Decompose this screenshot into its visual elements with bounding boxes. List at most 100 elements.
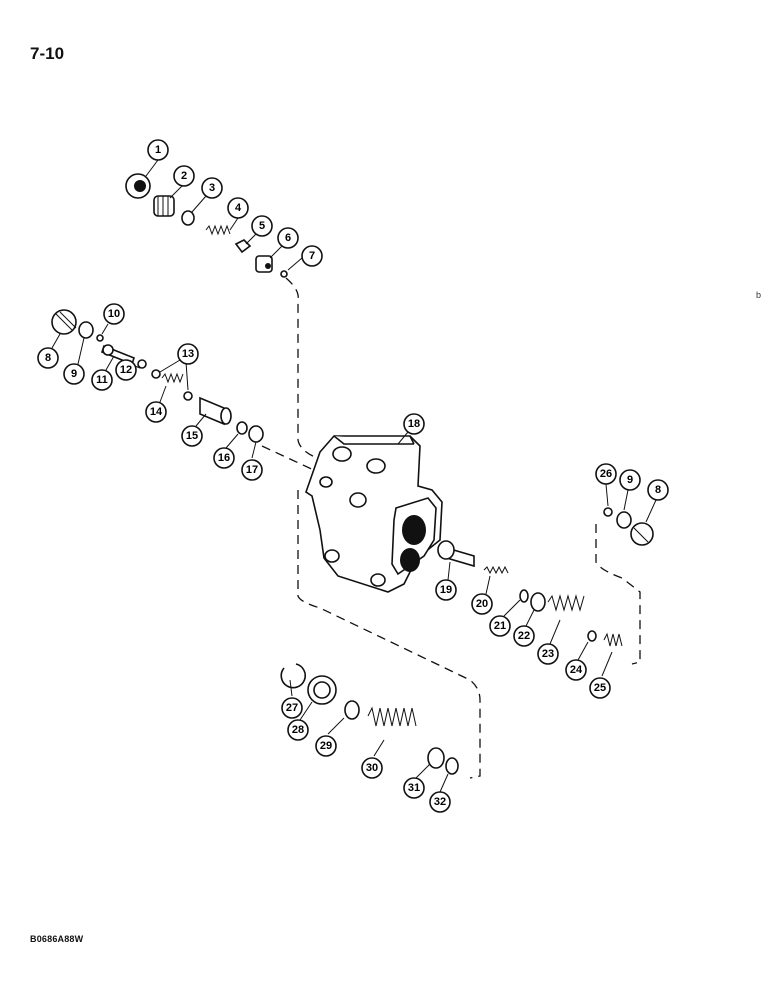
svg-text:5: 5: [259, 220, 265, 232]
part-snap-ring-27: [280, 663, 306, 689]
svg-text:12: 12: [120, 364, 132, 376]
svg-text:9: 9: [71, 368, 77, 380]
svg-text:10: 10: [108, 308, 120, 320]
part-fitting-2: [153, 195, 175, 217]
svg-text:9: 9: [627, 474, 633, 486]
callout-31: 31: [403, 777, 425, 799]
svg-text:2: 2: [181, 170, 187, 182]
svg-text:21: 21: [494, 620, 506, 632]
part-ring-10: [96, 334, 104, 342]
callout-27: 27: [281, 697, 303, 719]
svg-text:31: 31: [408, 782, 420, 794]
callout-3: 3: [201, 177, 223, 199]
part-plug-8b: [630, 522, 654, 546]
callout-13: 13: [177, 343, 199, 365]
part-ring-24: [587, 630, 597, 642]
svg-text:26: 26: [600, 468, 612, 480]
svg-text:29: 29: [320, 740, 332, 752]
svg-text:23: 23: [542, 648, 554, 660]
callout-28: 28: [287, 719, 309, 741]
svg-text:8: 8: [45, 352, 51, 364]
part-washer-22: [530, 592, 546, 612]
part-plug-8: [51, 309, 77, 335]
part-oring-9b: [616, 511, 632, 529]
callout-29: 29: [315, 735, 337, 757]
part-oring-3: [181, 210, 195, 226]
svg-text:3: 3: [209, 182, 215, 194]
callout-25: 25: [589, 677, 611, 699]
svg-text:28: 28: [292, 724, 304, 736]
callout-1: 1: [147, 139, 169, 161]
callout-8: 8: [37, 347, 59, 369]
part-washer-13b: [183, 391, 193, 401]
callout-18: 18: [403, 413, 425, 435]
svg-text:24: 24: [570, 664, 583, 676]
part-oring-32: [445, 757, 459, 775]
svg-text:22: 22: [518, 630, 530, 642]
svg-text:13: 13: [182, 348, 194, 360]
svg-text:8: 8: [655, 484, 661, 496]
callout-21: 21: [489, 615, 511, 637]
callout-16: 16: [213, 447, 235, 469]
svg-text:30: 30: [366, 762, 378, 774]
part-washer-12: [137, 359, 147, 369]
callout-19: 19: [435, 579, 457, 601]
svg-text:20: 20: [476, 598, 488, 610]
part-oring-16: [236, 421, 248, 435]
svg-text:25: 25: [594, 682, 606, 694]
svg-text:11: 11: [96, 374, 108, 386]
assembly-line-bottom: [297, 490, 481, 779]
svg-text:32: 32: [434, 796, 446, 808]
assembly-line-top: [285, 277, 323, 461]
part-cap-28: [307, 675, 337, 705]
callout-12: 12: [115, 359, 137, 381]
svg-text:16: 16: [218, 452, 230, 464]
callout-8b: 8: [647, 479, 669, 501]
svg-text:14: 14: [150, 406, 163, 418]
leader-lines: [51, 159, 657, 793]
callout-15: 15: [181, 425, 203, 447]
callout-4: 4: [227, 197, 249, 219]
part-ring-26: [603, 507, 613, 517]
callout-11: 11: [91, 369, 113, 391]
part-oring-9: [78, 321, 94, 339]
callout-30: 30: [361, 757, 383, 779]
callout-9: 9: [63, 363, 85, 385]
callout-20: 20: [471, 593, 493, 615]
part-ring-21: [519, 589, 529, 603]
part-spring-14: [161, 372, 184, 384]
page-number: 7-10: [30, 44, 65, 63]
part-spring-20: [483, 565, 509, 575]
part-spring-23: [547, 594, 585, 612]
svg-text:7: 7: [309, 250, 315, 262]
assembly-line-right: [595, 524, 641, 665]
margin-mark: b: [756, 290, 762, 300]
svg-text:6: 6: [285, 232, 291, 244]
figure-code: B0686A88W: [30, 934, 84, 944]
callout-9b: 9: [619, 469, 641, 491]
part-spring-30: [367, 706, 417, 727]
part-spring-25: [603, 632, 623, 647]
svg-text:4: 4: [235, 202, 242, 214]
valve-body: [305, 435, 443, 593]
part-spool-15: [199, 396, 232, 426]
callout-23: 23: [537, 643, 559, 665]
callout-10: 10: [103, 303, 125, 325]
callout-7: 7: [301, 245, 323, 267]
callout-26: 26: [595, 463, 617, 485]
callout-22: 22: [513, 625, 535, 647]
part-seal-17: [248, 425, 264, 443]
assembly-line-spool: [261, 445, 319, 473]
part-oring-29: [344, 700, 360, 720]
part-seat-6: [255, 255, 273, 273]
svg-text:27: 27: [286, 702, 298, 714]
callout-5: 5: [251, 215, 273, 237]
svg-text:19: 19: [440, 584, 452, 596]
part-retainer-31: [427, 747, 445, 769]
part-piston-19: [437, 540, 475, 568]
callout-24: 24: [565, 659, 587, 681]
callout-32: 32: [429, 791, 451, 813]
svg-text:1: 1: [155, 144, 161, 156]
svg-text:18: 18: [408, 418, 420, 430]
